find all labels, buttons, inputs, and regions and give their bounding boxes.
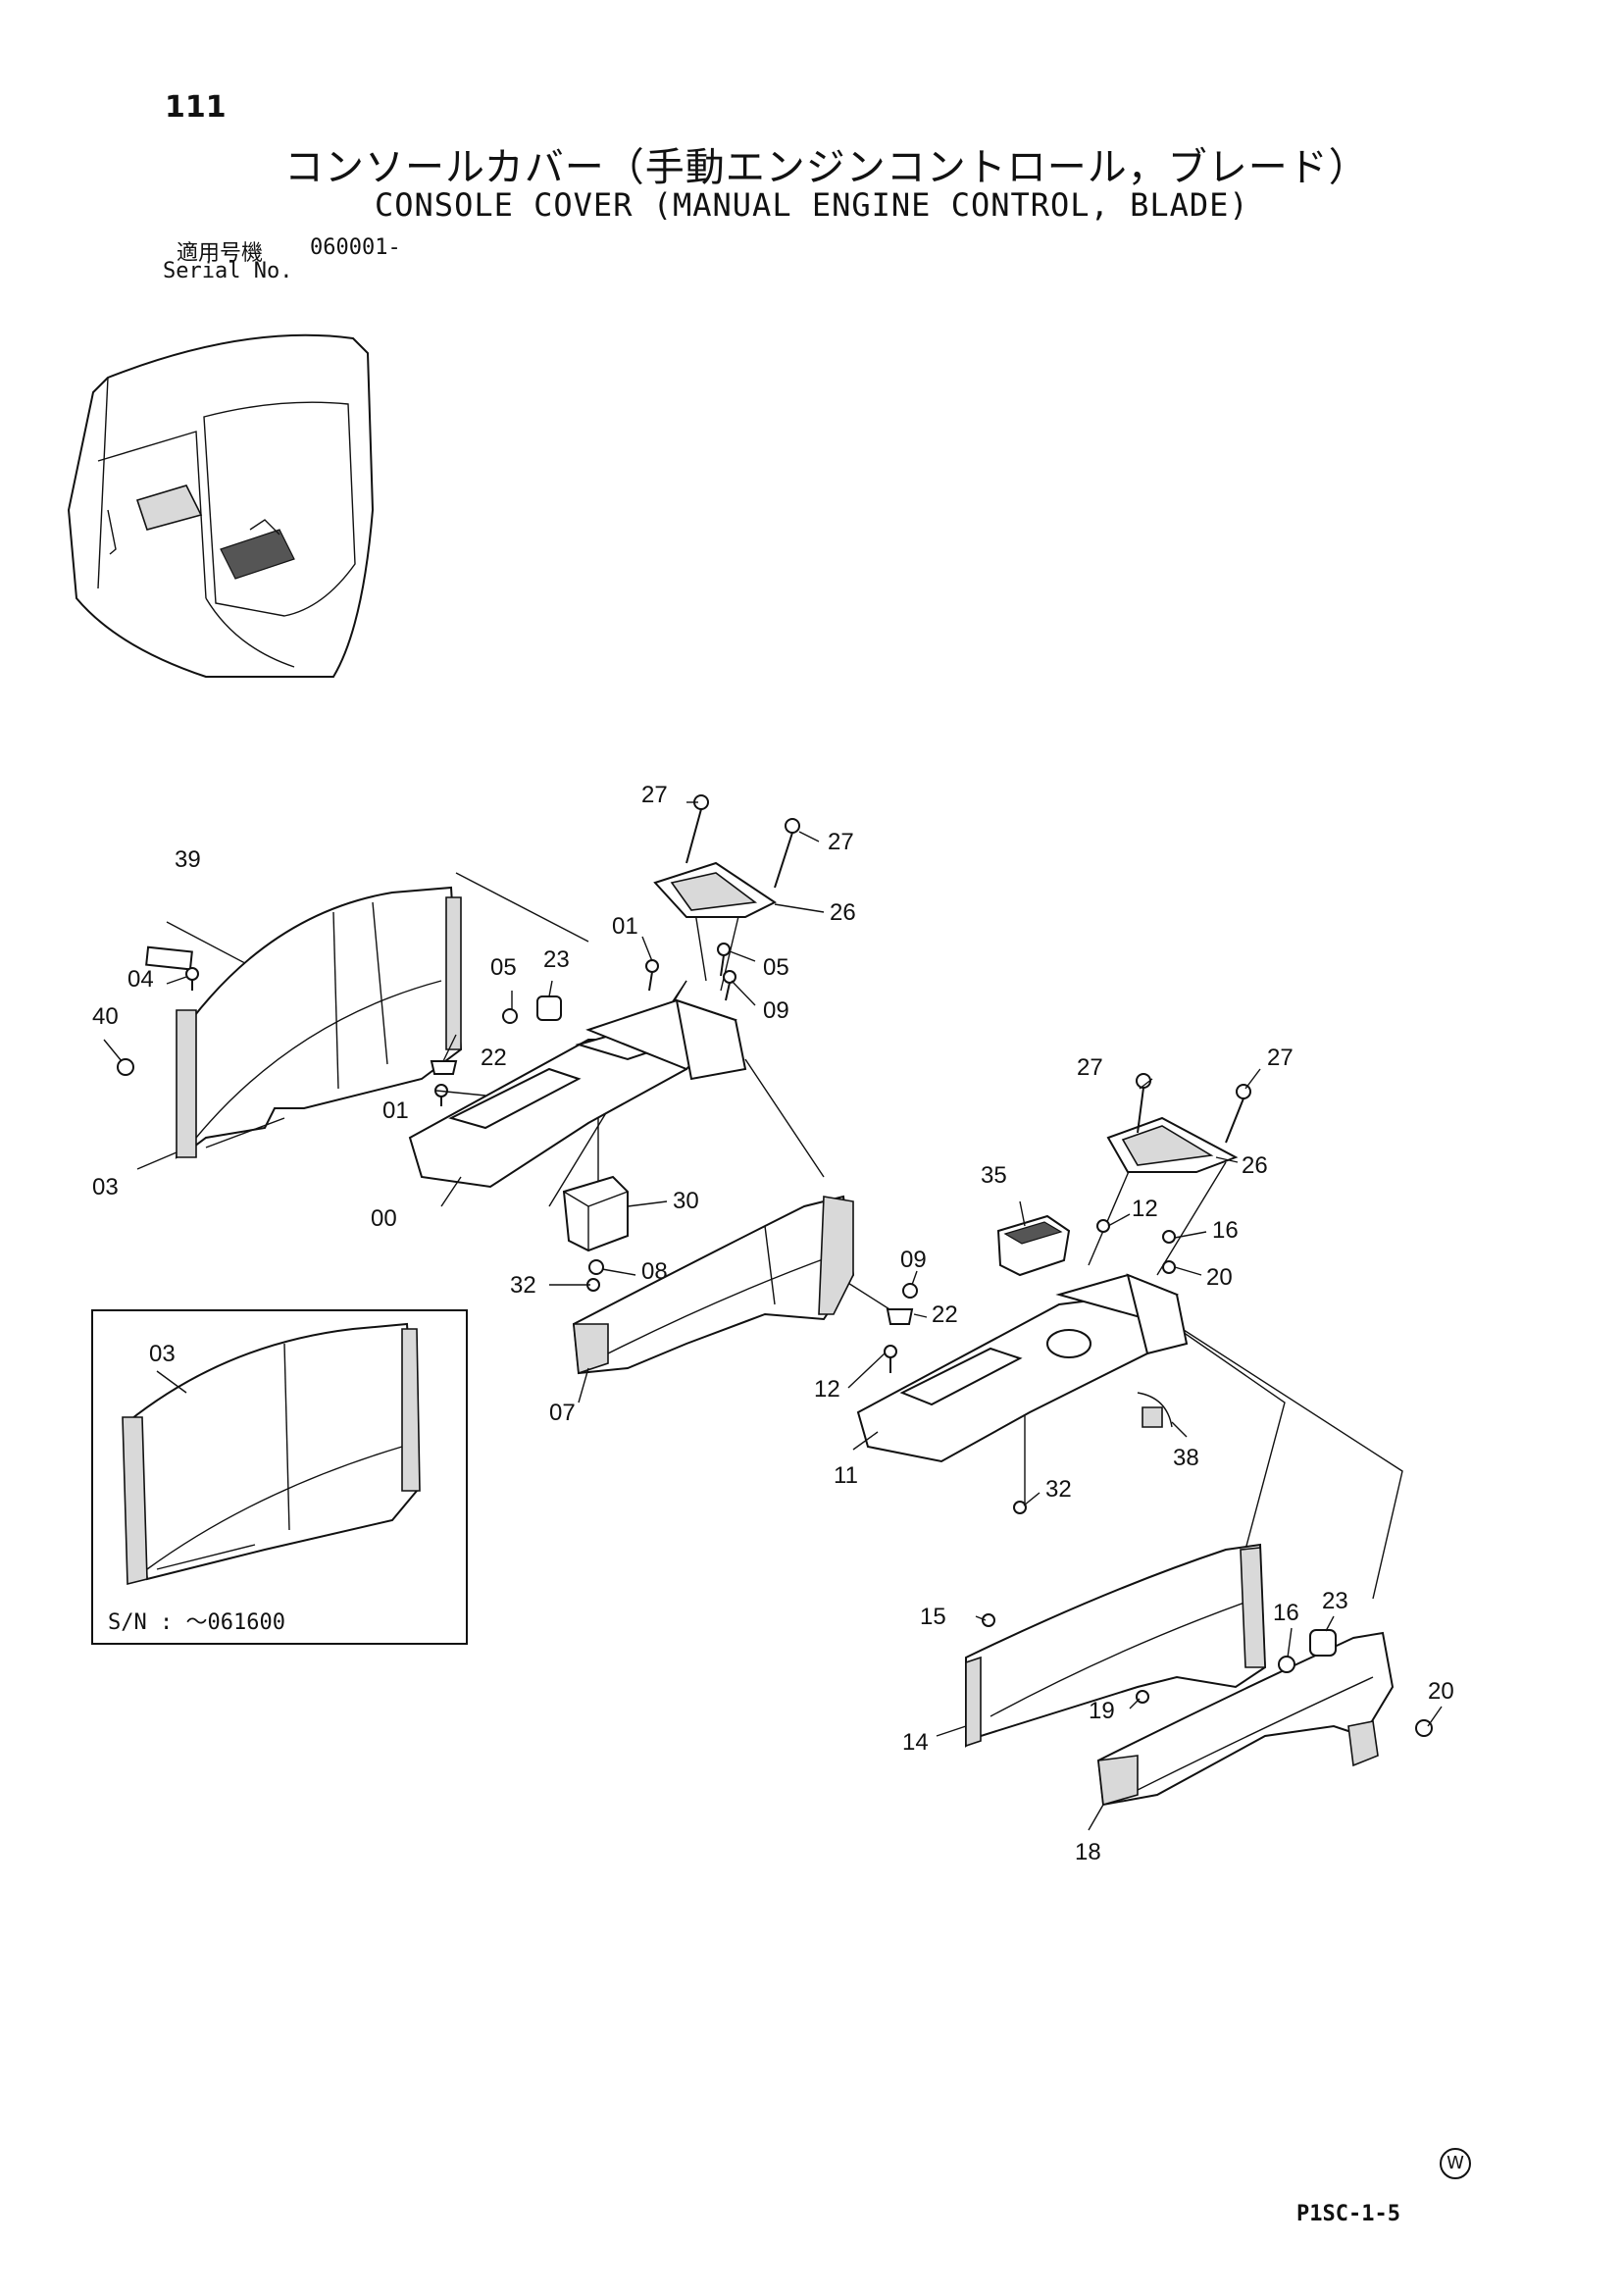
page-title-japanese: コンソールカバー（手動エンジンコントロール，ブレード） xyxy=(284,145,1369,190)
callout-23: 23 xyxy=(1322,1588,1348,1614)
callout-18: 18 xyxy=(1075,1839,1101,1865)
callout-32: 32 xyxy=(510,1272,536,1299)
callout-26: 26 xyxy=(830,899,856,926)
callout-22: 22 xyxy=(932,1301,958,1328)
callout-00: 00 xyxy=(371,1205,397,1232)
box-35 xyxy=(996,1214,1071,1277)
callout-09: 09 xyxy=(900,1247,927,1273)
callout-05: 05 xyxy=(490,954,517,981)
callout-40: 40 xyxy=(92,1003,119,1030)
callout-39: 39 xyxy=(175,846,201,873)
callout-32: 32 xyxy=(1045,1476,1072,1503)
side-cover-18 xyxy=(1096,1631,1395,1807)
w-mark: W xyxy=(1440,2148,1471,2179)
callout-03: 03 xyxy=(92,1174,119,1200)
callout-27: 27 xyxy=(1267,1045,1294,1071)
callout-12: 12 xyxy=(1132,1196,1158,1222)
inset-variant-box xyxy=(91,1309,468,1645)
callout-numbers: 27 27 26 39 01 05 23 05 09 04 40 22 01 0… xyxy=(92,782,1454,1865)
page-number: 111 xyxy=(165,90,227,125)
inset-cover-03-variant xyxy=(122,1322,421,1586)
callout-19: 19 xyxy=(1089,1698,1115,1724)
serial-label-english: Serial No. xyxy=(163,259,293,283)
callout-27: 27 xyxy=(828,829,854,855)
inset-serial-caption: S/N : ～061600 xyxy=(108,1610,285,1635)
callout-38: 38 xyxy=(1173,1445,1199,1471)
callout-07: 07 xyxy=(549,1400,576,1426)
fasteners xyxy=(117,794,1433,1737)
callout-15: 15 xyxy=(920,1604,946,1630)
page-code: P1SC-1-5 xyxy=(1296,2202,1400,2226)
left-side-cover-03 xyxy=(145,886,463,1159)
page-title-english: CONSOLE COVER (MANUAL ENGINE CONTROL, BL… xyxy=(375,186,1249,224)
box-30 xyxy=(562,1175,629,1252)
callout-27: 27 xyxy=(641,782,668,808)
callout-leaders xyxy=(103,801,1443,1831)
callout-11: 11 xyxy=(834,1462,858,1489)
callout-12: 12 xyxy=(814,1376,840,1403)
console-panel-00 xyxy=(408,998,747,1189)
callout-09: 09 xyxy=(763,997,789,1024)
callout-04: 04 xyxy=(127,966,154,993)
callout-16: 16 xyxy=(1273,1600,1299,1626)
serial-label-japanese: 適用号機 xyxy=(177,241,264,266)
inset-callout-03: 03 xyxy=(149,1341,176,1367)
callout-35: 35 xyxy=(981,1162,1007,1189)
callout-16: 16 xyxy=(1212,1217,1239,1244)
console-panel-11 xyxy=(856,1273,1189,1463)
cab-location-thumbnail xyxy=(67,333,375,678)
part-38 xyxy=(1137,1392,1173,1428)
callout-01: 01 xyxy=(612,913,638,940)
callout-20: 20 xyxy=(1206,1264,1233,1291)
callout-20: 20 xyxy=(1428,1678,1454,1705)
callout-05: 05 xyxy=(763,954,789,981)
callout-23: 23 xyxy=(543,946,570,973)
callout-14: 14 xyxy=(902,1729,929,1756)
tray-26-lower xyxy=(1106,1116,1239,1173)
callout-08: 08 xyxy=(641,1258,668,1285)
callout-22: 22 xyxy=(481,1045,507,1071)
serial-number-value: 060001- xyxy=(310,235,401,260)
side-cover-07 xyxy=(572,1195,855,1375)
callout-26: 26 xyxy=(1242,1152,1268,1179)
tray-26-upper xyxy=(653,861,777,918)
callout-27: 27 xyxy=(1077,1054,1103,1081)
callout-01: 01 xyxy=(382,1097,409,1124)
callout-30: 30 xyxy=(673,1188,699,1214)
side-cover-14 xyxy=(965,1543,1267,1748)
